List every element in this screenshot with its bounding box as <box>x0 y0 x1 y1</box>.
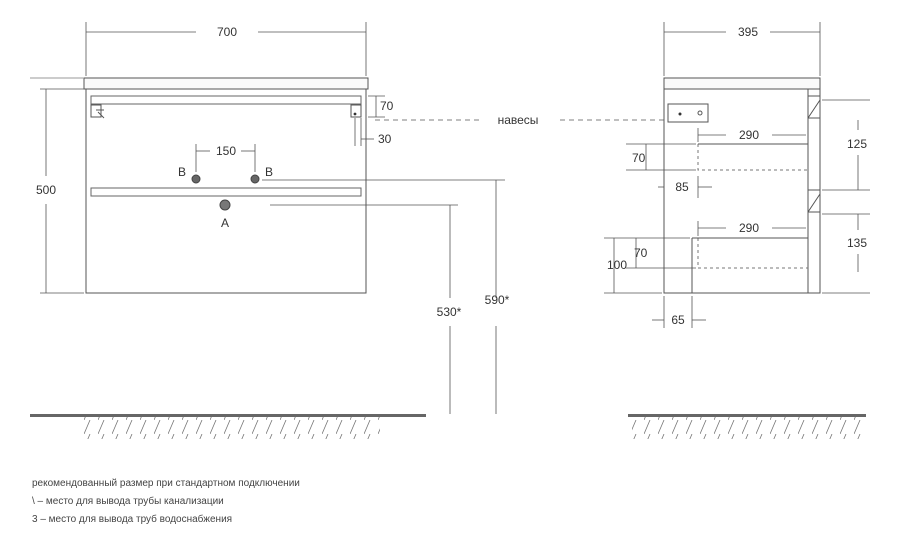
dim-hinge-side: 30 <box>378 132 392 146</box>
dim-side-depth: 395 <box>738 25 758 39</box>
note-point-a: \ – место для вывода трубы канализации <box>32 496 224 507</box>
legend-notes: рекомендованный размер при стандартном п… <box>32 475 300 529</box>
label-b-left: B <box>178 165 186 179</box>
dim-height-a: 530* <box>437 305 462 319</box>
side-view <box>663 77 821 294</box>
side-lower-drawer <box>697 238 808 269</box>
dim-hinge-top: 70 <box>380 99 394 113</box>
pipe-outlet-b-right <box>250 174 260 184</box>
front-view <box>30 77 369 294</box>
dim-side-100: 100 <box>607 258 627 272</box>
dim-side-135: 135 <box>847 236 867 250</box>
dim-side-65: 65 <box>671 313 685 327</box>
side-worktop <box>663 77 821 90</box>
note-recommended: рекомендованный размер при стандартном п… <box>32 478 300 489</box>
side-dimension-lines <box>604 22 870 328</box>
dim-height-b: 590* <box>485 293 510 307</box>
front-upper-drawer <box>90 95 362 105</box>
side-upper-drawer <box>697 144 808 171</box>
front-lower-drawer <box>90 187 362 197</box>
label-b-right: B <box>265 165 273 179</box>
note-point-b: 3 – место для вывода труб водоснабжения <box>32 514 233 525</box>
front-dimension-lines <box>40 22 664 414</box>
front-cabinet-body <box>85 88 367 294</box>
front-hinge-left <box>90 104 102 118</box>
floor-right <box>628 414 866 439</box>
dim-drawer-depth-top: 290 <box>739 128 759 142</box>
dim-pipe-spacing: 150 <box>216 144 236 158</box>
pipe-outlet-a <box>219 199 231 211</box>
floor-left <box>30 414 426 439</box>
pipe-outlet-b-left <box>191 174 201 184</box>
dim-drawer-depth-bottom: 290 <box>739 221 759 235</box>
dim-side-125: 125 <box>847 137 867 151</box>
dim-side-70-top: 70 <box>632 151 646 165</box>
label-a: A <box>221 216 229 230</box>
dim-front-width: 700 <box>217 25 237 39</box>
label-hinges: навесы <box>498 113 539 127</box>
front-hinge-right <box>350 104 362 118</box>
side-hinge <box>667 103 709 123</box>
dim-side-70-bottom: 70 <box>634 246 648 260</box>
front-worktop <box>83 77 369 90</box>
dim-height: 500 <box>36 183 56 197</box>
dim-side-85: 85 <box>675 180 689 194</box>
